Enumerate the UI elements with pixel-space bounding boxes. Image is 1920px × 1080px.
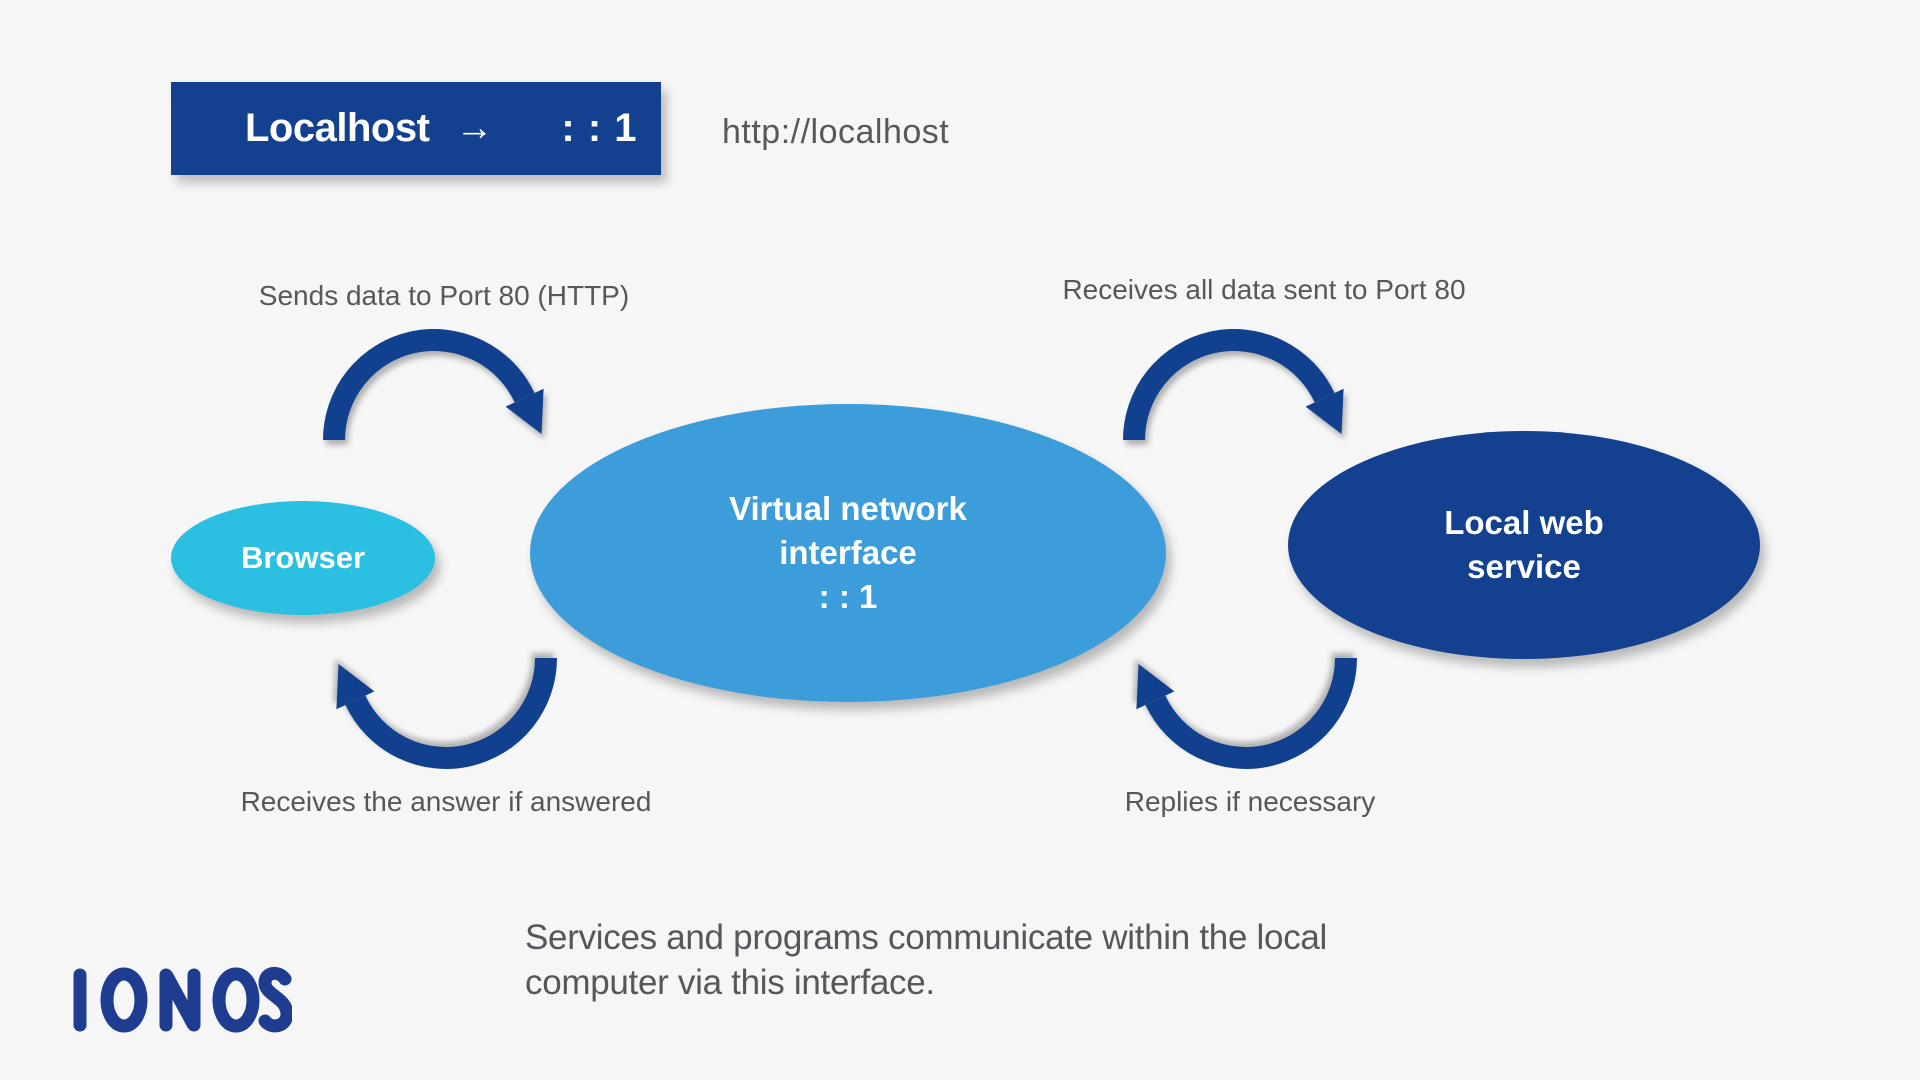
- flow-label-receives-data: Receives all data sent to Port 80: [1062, 274, 1466, 305]
- arrow-interface-to-service-icon: [1123, 329, 1344, 441]
- node-service-line1: Local web: [1444, 504, 1604, 541]
- node-interface-line2: interface: [779, 534, 917, 571]
- flow-label-sends-data: Sends data to Port 80 (HTTP): [258, 280, 630, 311]
- localhost-mapping-box: Localhost → : : 1: [171, 82, 661, 175]
- arrow-service-to-interface-icon: [1136, 657, 1357, 769]
- ionos-logo: [73, 966, 292, 1033]
- caption-text: Services and programs communicate within…: [525, 915, 1327, 1005]
- caption-line2: computer via this interface.: [525, 963, 935, 1002]
- node-browser-label: Browser: [240, 540, 366, 575]
- flow-label-receives-answer: Receives the answer if answered: [240, 786, 652, 817]
- arrow-interface-to-browser-icon: [336, 657, 557, 769]
- node-interface-line1: Virtual network: [729, 490, 967, 527]
- node-browser: Browser: [171, 501, 435, 615]
- node-interface-line3: : : 1: [818, 578, 878, 615]
- node-virtual-network-interface: Virtual network interface : : 1: [530, 404, 1166, 702]
- arrow-browser-to-interface-icon: [323, 329, 544, 441]
- node-service-line2: service: [1467, 548, 1581, 585]
- maps-to-arrow-icon: →: [455, 107, 494, 149]
- node-local-web-service: Local web service: [1288, 431, 1760, 659]
- ipv6-loopback-label: : : 1: [561, 106, 638, 150]
- flow-label-replies: Replies if necessary: [1124, 786, 1376, 817]
- localhost-label: Localhost: [245, 106, 430, 150]
- caption-line1: Services and programs communicate within…: [525, 918, 1328, 957]
- localhost-url-text: http://localhost: [722, 113, 950, 151]
